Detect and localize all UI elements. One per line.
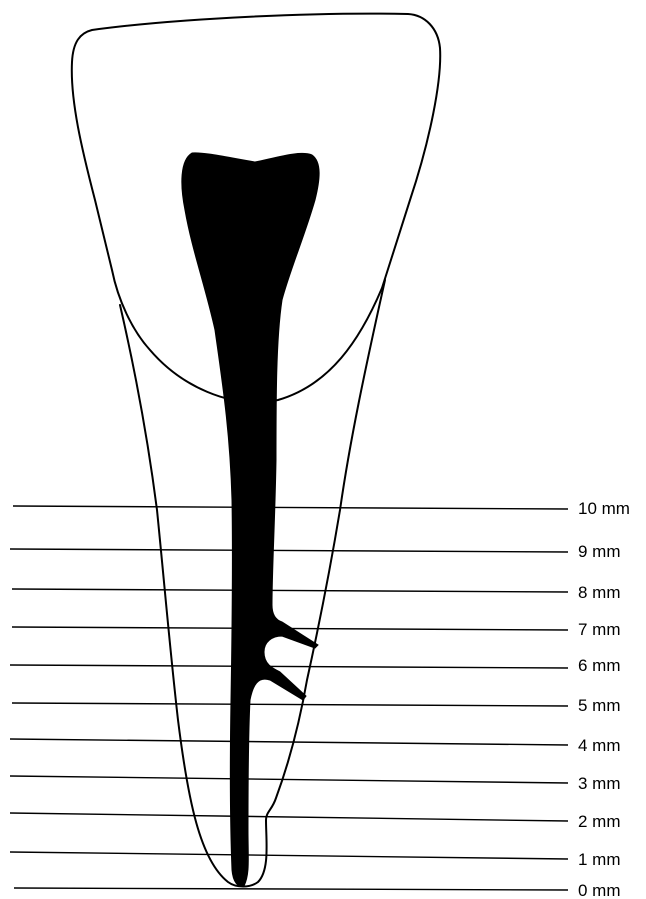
level-label-10mm: 10 mm [578, 499, 630, 518]
depth-level-labels: 10 mm 9 mm 8 mm 7 mm 6 mm 5 mm 4 mm 3 mm… [578, 499, 630, 899]
level-label-7mm: 7 mm [578, 620, 621, 639]
level-line-8mm [12, 589, 568, 592]
pulp-canal [182, 153, 319, 886]
level-label-4mm: 4 mm [578, 736, 621, 755]
level-label-3mm: 3 mm [578, 774, 621, 793]
level-line-3mm [10, 776, 568, 783]
level-label-8mm: 8 mm [578, 583, 621, 602]
level-label-1mm: 1 mm [578, 850, 621, 869]
level-label-0mm: 0 mm [578, 881, 621, 899]
level-line-5mm [12, 703, 568, 706]
level-label-9mm: 9 mm [578, 542, 621, 561]
level-line-9mm [10, 549, 568, 552]
level-line-1mm [10, 852, 568, 859]
level-line-0mm [14, 888, 568, 890]
level-line-6mm [10, 665, 568, 668]
level-line-2mm [10, 813, 568, 821]
level-label-6mm: 6 mm [578, 656, 621, 675]
level-label-2mm: 2 mm [578, 812, 621, 831]
depth-level-lines [10, 506, 568, 890]
level-line-10mm [13, 506, 568, 509]
level-label-5mm: 5 mm [578, 696, 621, 715]
level-line-4mm [10, 739, 568, 745]
